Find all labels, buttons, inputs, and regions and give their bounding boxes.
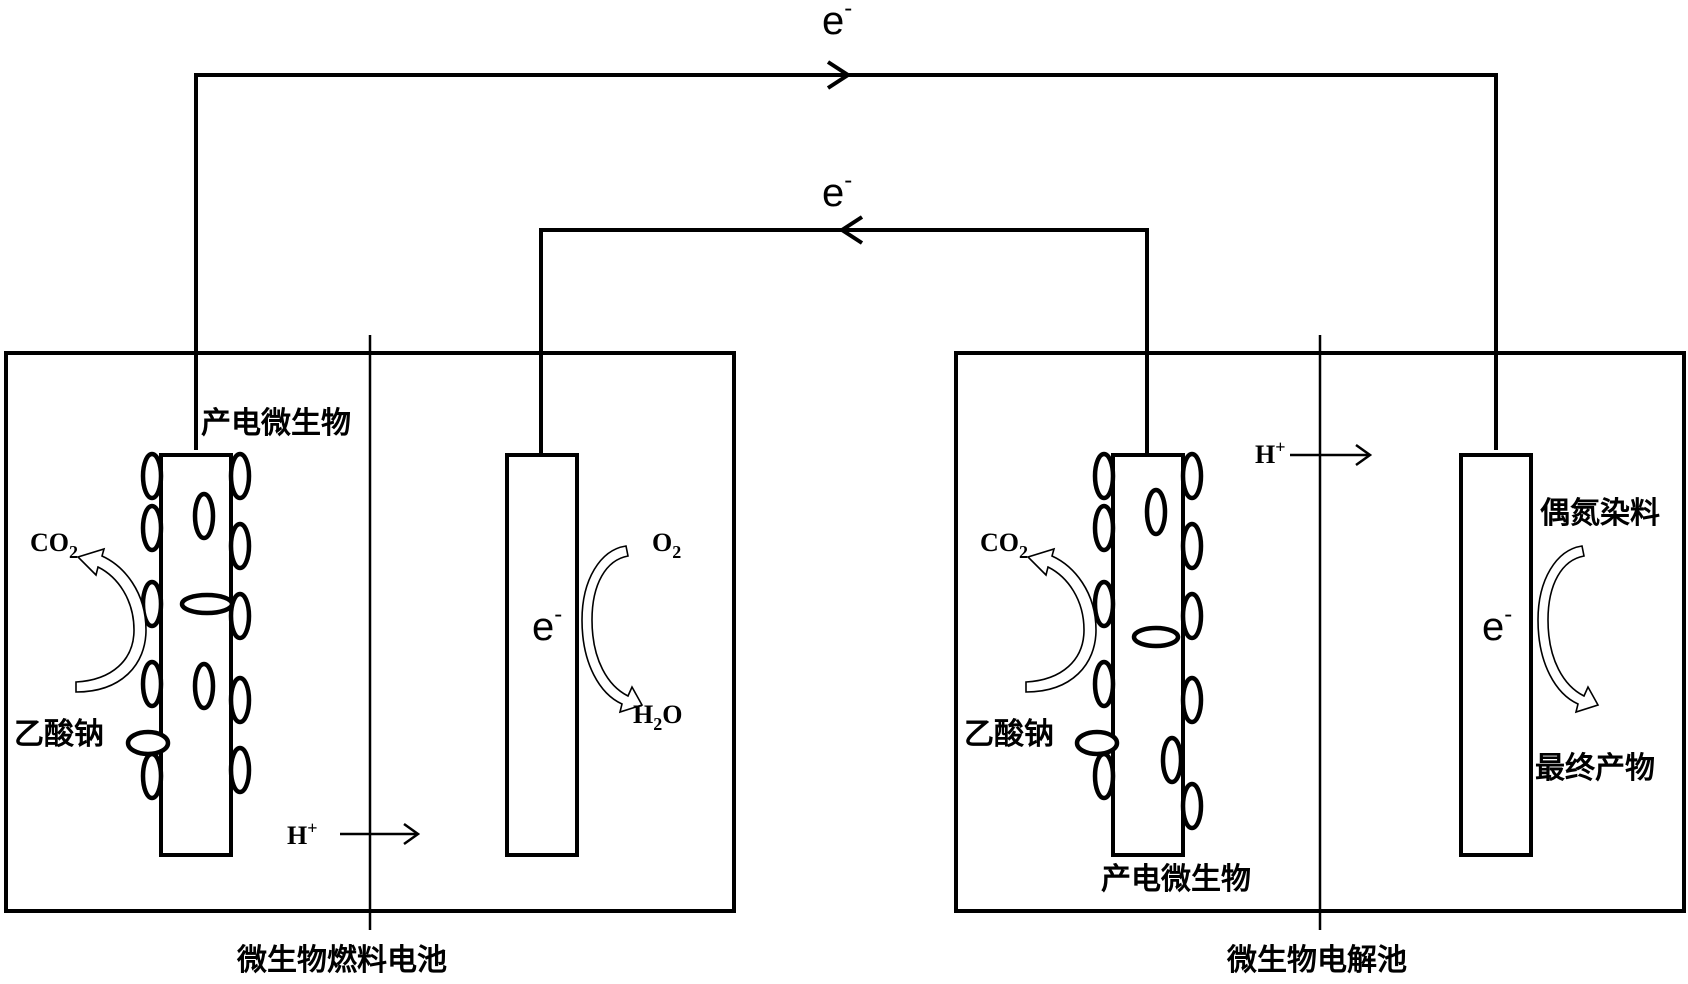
fuel-cell-proton-arrow — [340, 822, 421, 846]
outer-electron-label: e- — [822, 0, 852, 43]
fuel-cell-substrate-label: 乙酸钠 — [14, 717, 104, 752]
fuel-cell-proton-label: H+ — [287, 818, 318, 850]
electrolysis-cell-reduction-arrow — [1537, 545, 1600, 714]
electrolysis-cell-microbe-label: 产电微生物 — [1101, 862, 1251, 897]
fuel-cell-cathode — [505, 453, 579, 857]
inner-electron-label: e- — [822, 167, 852, 215]
electrolysis-cell-dye-label: 偶氮染料 — [1540, 496, 1660, 531]
electrolysis-cell: H+ CO2 乙酸钠 产电微生物 e- 偶氮染料 最终产物 微生物电解池 — [954, 335, 1686, 978]
fuel-cell-bacteria — [125, 451, 252, 801]
electrolysis-cell-cathode-electron: e- — [1482, 601, 1512, 649]
fuel-cell-h2o-label: H2O — [633, 700, 682, 734]
fuel-cell-reduction-arrow — [581, 545, 644, 714]
fuel-cell-oxidation-arrow — [75, 547, 147, 693]
inner-circuit-wire — [539, 215, 1149, 455]
electrolysis-cell-bacteria — [1074, 451, 1204, 831]
fuel-cell-title: 微生物燃料电池 — [236, 943, 447, 978]
fuel-cell-microbe-label: 产电微生物 — [201, 406, 351, 441]
electrolysis-cell-cathode — [1459, 453, 1533, 857]
inner-wire-arrow — [838, 215, 864, 245]
outer-circuit-wire — [194, 60, 1498, 450]
electrolysis-cell-substrate-label: 乙酸钠 — [964, 717, 1054, 752]
outer-wire-arrow — [826, 60, 852, 90]
electrolysis-cell-oxidation-arrow — [1025, 547, 1097, 693]
electrolysis-cell-title: 微生物电解池 — [1226, 943, 1407, 978]
fuel-cell-o2-label: O2 — [652, 528, 681, 562]
fuel-cell-cathode-electron: e- — [532, 601, 562, 649]
electrolysis-cell-final-product-label: 最终产物 — [1535, 751, 1655, 786]
fuel-cell-co2-label: CO2 — [30, 528, 78, 562]
fuel-cell: 产电微生物 CO2 乙酸钠 e- O2 H2O H+ 微生物燃料电池 — [4, 335, 736, 978]
electrolysis-cell-co2-label: CO2 — [980, 528, 1028, 562]
fuel-cell-anode — [159, 453, 233, 857]
electrolysis-cell-anode — [1111, 453, 1185, 857]
electrolysis-cell-proton-label: H+ — [1255, 437, 1286, 469]
electrolysis-cell-proton-arrow — [1290, 443, 1373, 467]
